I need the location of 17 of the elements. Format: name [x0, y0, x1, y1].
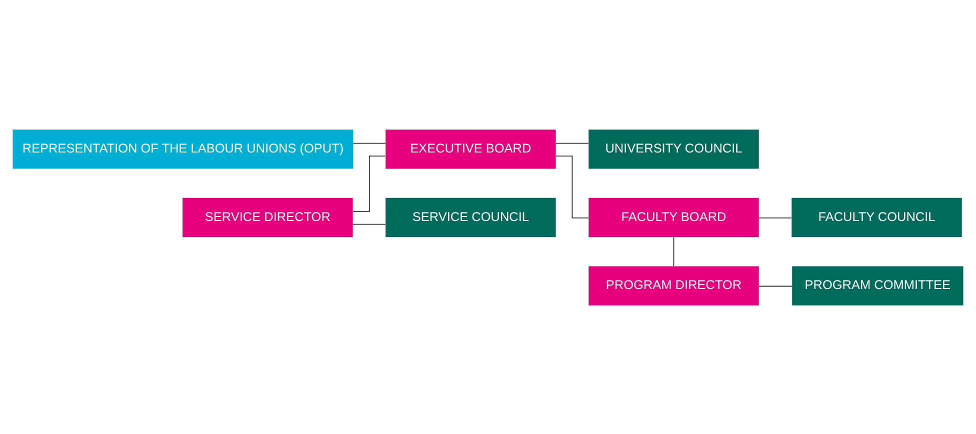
node-box: SERVICE COUNCIL	[386, 197, 556, 237]
node-box: REPRESENTATION OF THE LABOUR UNIONS (OPUT)	[12, 129, 354, 168]
connector	[352, 155, 386, 212]
node-box: UNIVERSITY COUNCIL	[588, 129, 759, 168]
connector	[673, 236, 674, 266]
node-box: SERVICE DIRECTOR	[182, 197, 353, 237]
node-box: PROGRAM DIRECTOR	[588, 266, 759, 305]
connector	[758, 217, 792, 218]
node-box: EXECUTIVE BOARD	[386, 129, 556, 168]
node-box: PROGRAM COMMITTEE	[792, 266, 964, 305]
connector	[352, 223, 386, 224]
connector	[555, 155, 589, 218]
connector	[758, 285, 792, 286]
node-box: FACULTY COUNCIL	[792, 197, 962, 237]
connector	[555, 142, 589, 144]
connector	[352, 142, 386, 144]
node-box: FACULTY BOARD	[588, 197, 759, 237]
